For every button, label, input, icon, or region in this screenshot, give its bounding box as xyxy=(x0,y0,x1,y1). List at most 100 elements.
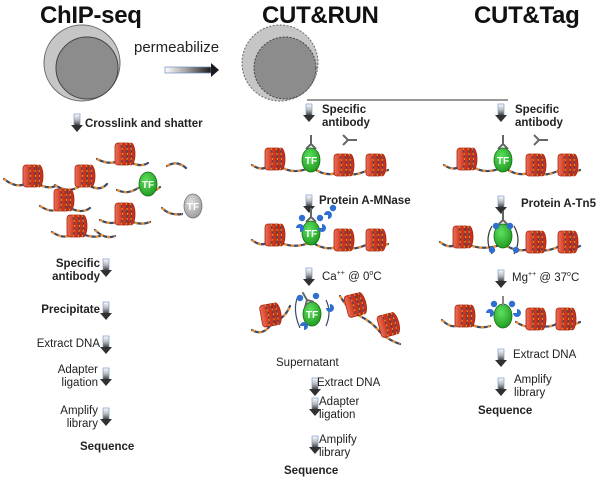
step-label-line: library xyxy=(66,418,98,431)
dna-strand xyxy=(165,162,188,170)
nucleosome-icon xyxy=(114,142,136,166)
title-cut-and-tag: CUT&Tag xyxy=(474,2,580,29)
nucleosome-icon xyxy=(74,164,96,188)
nucleosome-icon xyxy=(343,292,367,318)
protein-a-icon xyxy=(512,246,520,254)
step-label-sup: o xyxy=(369,270,374,277)
nucleosome-icon xyxy=(259,302,282,328)
cell-nucleus-permeable xyxy=(253,36,317,100)
process-arrow-icon xyxy=(309,377,321,396)
protein-a-enzyme-icon xyxy=(326,304,334,312)
step-cnr-amplify-library: Amplify library xyxy=(319,434,357,460)
protein-a-icon xyxy=(488,246,496,254)
nucleosome-icon xyxy=(376,312,400,338)
nucleosome-icon xyxy=(66,214,88,238)
step-label-line: library xyxy=(514,387,546,400)
protein-a-icon xyxy=(490,300,498,308)
protein-a-icon xyxy=(312,292,320,300)
process-arrow-icon xyxy=(303,194,315,213)
transcription-factor-icon: TF xyxy=(493,147,513,173)
transcription-factor-icon: TF xyxy=(301,220,321,246)
step-protein-a-mnase: Protein A-MNase xyxy=(319,195,411,207)
step-cnr-adapter-ligation: Adapter ligation xyxy=(319,396,359,422)
process-arrow-icon xyxy=(100,301,112,320)
dna-strand xyxy=(160,206,184,216)
step-supernatant: Supernatant xyxy=(276,357,339,369)
step-label-part: C xyxy=(373,271,382,283)
nucleosome-icon xyxy=(452,225,474,249)
step-chip-sequence: Sequence xyxy=(80,441,135,453)
nucleosome-icon xyxy=(365,228,387,252)
step-chip-specific-antibody: Specific antibody xyxy=(38,258,100,284)
process-arrow-icon xyxy=(495,348,507,367)
transcription-factor-icon xyxy=(493,223,513,249)
process-arrow-icon xyxy=(71,113,83,132)
step-label-part: @ 0 xyxy=(344,271,370,283)
antibody-icon xyxy=(533,134,548,146)
step-label-sup: ++ xyxy=(336,270,345,277)
nucleosome-icon xyxy=(53,188,75,212)
protein-a-icon xyxy=(298,214,306,222)
step-label-line: antibody xyxy=(515,117,563,130)
protein-a-enzyme-icon xyxy=(318,224,326,232)
step-cnt-amplify-library: Amplify library xyxy=(514,374,552,400)
tf-label: TF xyxy=(497,156,509,167)
protein-a-enzyme-icon xyxy=(324,211,332,219)
cnr-antibody-bound: TF xyxy=(250,134,390,177)
nucleosome-icon xyxy=(525,307,547,331)
cell-intact xyxy=(43,24,121,102)
cnt-tagmented xyxy=(440,296,582,331)
step-label-line: Adapter xyxy=(319,396,360,408)
step-label-part: C xyxy=(570,272,580,284)
step-calcium-0c: Ca++ @ 0oC xyxy=(322,270,382,284)
process-arrow-icon xyxy=(495,195,507,214)
step-label-line: Specific xyxy=(515,104,560,116)
nucleosome-icon xyxy=(114,202,136,226)
step-cnt-sequence: Sequence xyxy=(478,405,533,417)
process-arrow-icon xyxy=(309,397,321,416)
step-cnt-specific-antibody: Specific antibody xyxy=(515,104,563,130)
step-label-line: antibody xyxy=(52,271,100,284)
antibody-icon xyxy=(497,135,509,150)
step-label-line: Amplify xyxy=(514,374,552,386)
nucleosome-icon xyxy=(333,153,355,177)
step-magnesium-37c: Mg++ @ 37oC xyxy=(512,271,579,285)
nucleosome-icon xyxy=(456,147,478,171)
process-arrow-icon xyxy=(303,267,315,286)
process-arrow-icon xyxy=(495,269,507,288)
tf-label: TF xyxy=(187,202,199,213)
protein-a-icon xyxy=(296,294,304,302)
cell-nucleus xyxy=(55,36,119,100)
nucleosome-icon xyxy=(557,230,579,254)
step-label-part: Ca xyxy=(322,271,337,283)
tf-detached-icon: TF xyxy=(183,193,203,219)
step-label-line: ligation xyxy=(319,409,356,422)
nucleosome-icon xyxy=(525,153,547,177)
step-label-line: Specific xyxy=(322,104,367,116)
antibody-icon xyxy=(305,135,317,150)
cnt-antibody-bound: TF xyxy=(442,134,582,177)
antibody-icon xyxy=(305,208,317,223)
title-cut-and-run: CUT&RUN xyxy=(262,2,379,29)
protein-a-icon xyxy=(316,214,324,222)
step-label-line: antibody xyxy=(322,117,370,130)
tf-label: TF xyxy=(305,156,317,167)
transcription-factor-icon: TF xyxy=(138,171,158,197)
protein-a-icon xyxy=(329,204,337,212)
cnr-mnase-bound: TF xyxy=(250,204,390,252)
protein-a-icon xyxy=(492,222,500,230)
protein-a-enzyme-icon xyxy=(300,322,308,330)
transcription-factor-icon: TF xyxy=(301,147,321,173)
step-label-line: Amplify xyxy=(60,405,98,417)
step-label-line: Amplify xyxy=(319,434,357,446)
nucleosome-icon xyxy=(264,223,286,247)
protein-a-enzyme-icon xyxy=(486,309,494,317)
process-arrow-icon xyxy=(100,367,112,386)
nucleosome-icon xyxy=(365,153,387,177)
process-arrow-icon xyxy=(100,335,112,354)
step-chip-adapter-ligation: Adapter ligation xyxy=(20,364,98,390)
protein-a-icon xyxy=(508,300,516,308)
step-label-part: Mg xyxy=(512,272,528,284)
nucleosome-icon xyxy=(264,147,286,171)
